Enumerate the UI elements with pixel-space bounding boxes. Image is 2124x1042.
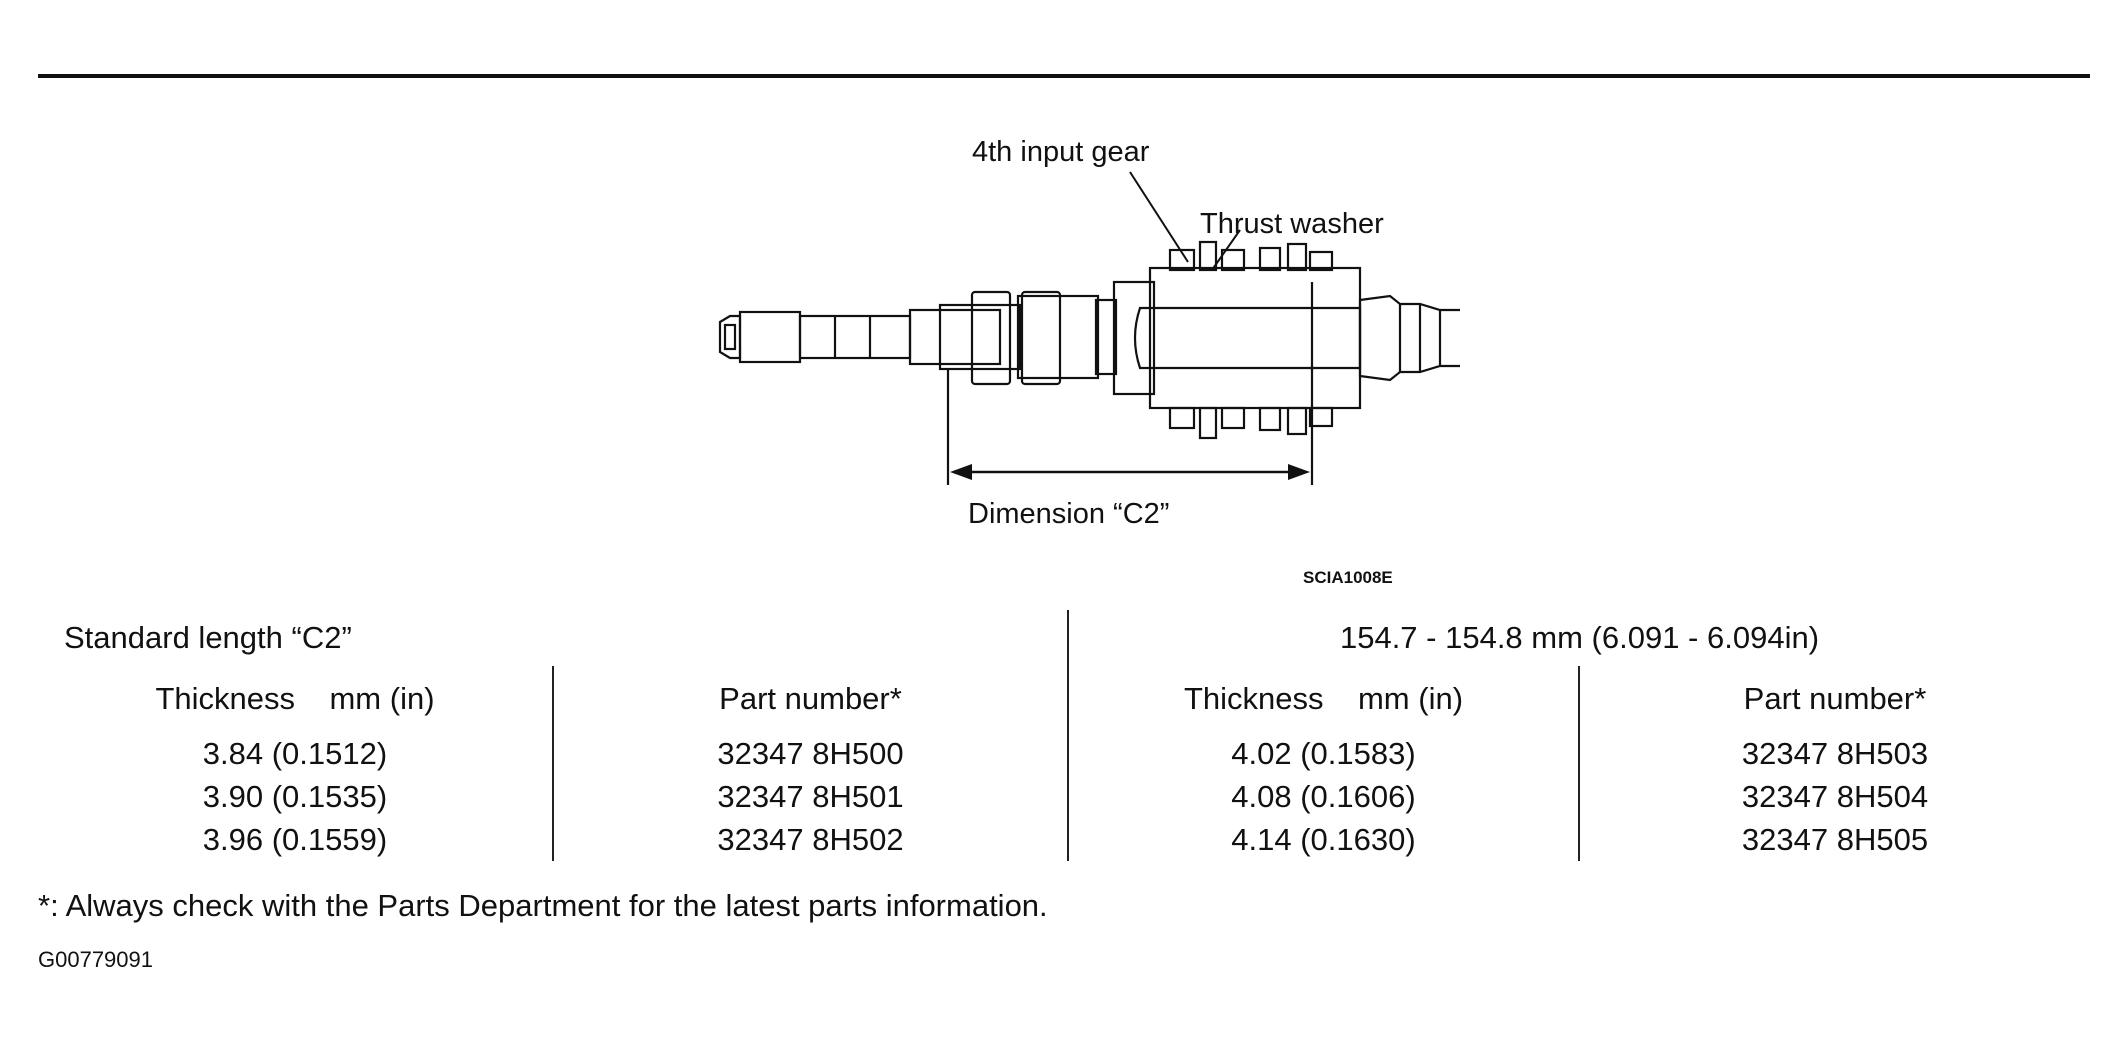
table-cell: 3.96 (0.1559) bbox=[202, 822, 388, 857]
table-cell: 3.90 (0.1535) bbox=[202, 779, 388, 814]
table-cell: 32347 8H504 bbox=[1741, 779, 1929, 814]
callout-4th-input-gear: 4th input gear bbox=[972, 136, 1150, 168]
thickness-column-1: 3.84 (0.1512) 3.90 (0.1535) 3.96 (0.1559… bbox=[38, 732, 553, 861]
header-thickness-2: Thickness mm (in) bbox=[1067, 666, 1579, 732]
standard-length-label: Standard length “C2” bbox=[64, 620, 352, 655]
standard-length-value: 154.7 - 154.8 mm (6.091 - 6.094in) bbox=[1067, 610, 2090, 666]
table-data-row: 3.84 (0.1512) 3.90 (0.1535) 3.96 (0.1559… bbox=[38, 732, 2090, 861]
header-part-number-2: Part number* bbox=[1578, 666, 2090, 732]
header-thickness-1: Thickness mm (in) bbox=[155, 681, 435, 716]
part-number-column-1: 32347 8H500 32347 8H501 32347 8H502 bbox=[552, 732, 1068, 861]
figure-code: SCIA1008E bbox=[1303, 568, 1393, 587]
table-header-row: Thickness mm (in) Part number* Thickness… bbox=[38, 666, 2090, 732]
header-part-number-1: Part number* bbox=[552, 666, 1068, 732]
shim-spec-table: Standard length “C2” 154.7 - 154.8 mm (6… bbox=[38, 610, 2090, 861]
mainshaft-illustration bbox=[718, 171, 1460, 485]
standard-length-row: Standard length “C2” 154.7 - 154.8 mm (6… bbox=[38, 610, 2090, 666]
shaft-diagram: 4th input gear Thrust washer Dimension “… bbox=[700, 120, 1460, 560]
table-cell: 4.14 (0.1630) bbox=[1231, 822, 1416, 857]
table-cell: 32347 8H501 bbox=[717, 779, 904, 814]
thickness-column-2: 4.02 (0.1583) 4.08 (0.1606) 4.14 (0.1630… bbox=[1067, 732, 1579, 861]
part-number-column-2: 32347 8H503 32347 8H504 32347 8H505 bbox=[1578, 732, 2090, 861]
top-rule bbox=[38, 74, 2090, 78]
table-cell: 32347 8H503 bbox=[1741, 736, 1929, 771]
table-cell: 32347 8H505 bbox=[1741, 822, 1929, 857]
table-cell: 32347 8H500 bbox=[717, 736, 904, 771]
table-cell: 32347 8H502 bbox=[717, 822, 904, 857]
table-cell: 3.84 (0.1512) bbox=[202, 736, 388, 771]
callout-thrust-washer: Thrust washer bbox=[1200, 208, 1384, 240]
parts-footnote: *: Always check with the Parts Departmen… bbox=[38, 888, 1048, 923]
table-cell: 4.08 (0.1606) bbox=[1231, 779, 1416, 814]
document-id: G00779091 bbox=[38, 947, 153, 972]
table-cell: 4.02 (0.1583) bbox=[1231, 736, 1416, 771]
callout-dimension-c2: Dimension “C2” bbox=[968, 498, 1170, 530]
